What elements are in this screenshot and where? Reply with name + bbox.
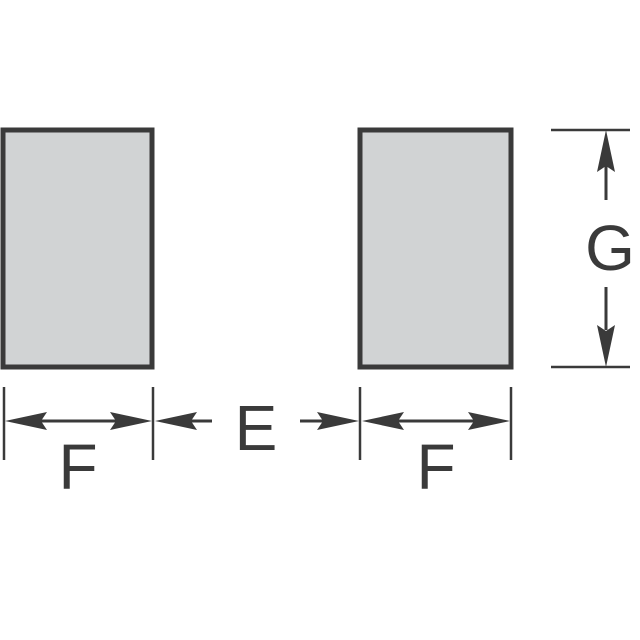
e-arrow-left [155,412,197,430]
g-arrow-up [597,130,615,172]
right-pad [357,127,514,370]
left-pad [0,127,155,370]
left-f-arrow-left [5,412,47,430]
dimension-label-g: G [585,212,635,284]
e-arrow-right [317,412,359,430]
dimension-label-f-left: F [58,431,97,503]
dimension-g [551,128,630,369]
left-f-arrow-right [110,412,152,430]
dimension-label-e: E [235,392,278,464]
dimension-label-f-right: F [416,431,455,503]
right-f-arrow-right [468,412,510,430]
g-arrow-down [597,325,615,367]
right-f-arrow-left [362,412,404,430]
horizontal-extension-lines [2,387,513,460]
